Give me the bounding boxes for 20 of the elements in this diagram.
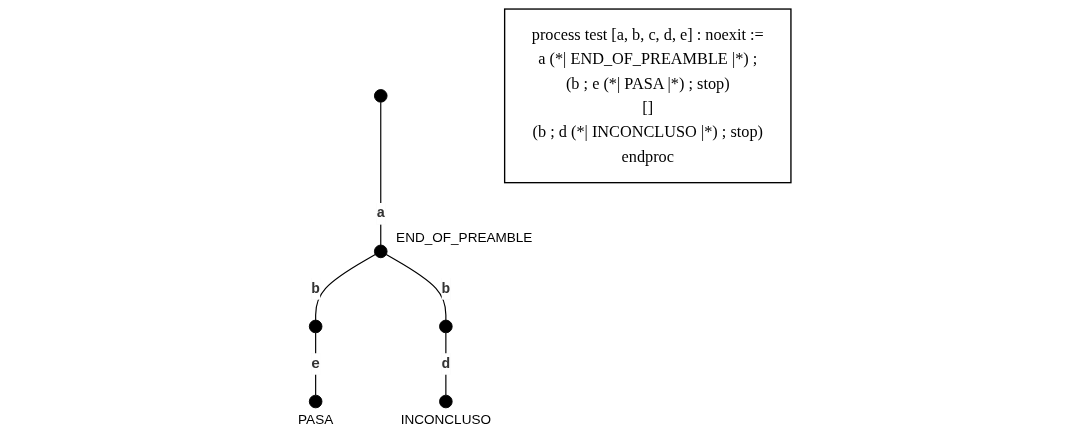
node-circle	[373, 89, 388, 103]
node-circle	[439, 394, 453, 409]
connector	[315, 253, 376, 321]
state-label: INCONCLUSO	[400, 412, 492, 428]
state-label: PASA	[298, 412, 334, 428]
node-circle	[308, 319, 323, 334]
connector	[380, 101, 382, 246]
edge-label: e	[311, 355, 320, 373]
edge-label: b	[441, 280, 451, 298]
connector	[385, 253, 447, 321]
node-box: process test [a, b, c, d, e] : noexit := a (*| END_OF_PREAMBLE |*) ; (b ; e (*| PASA |*) ; stop) [] (b ; d (*| INCONCLUSO |*) ; stop) endproc	[503, 8, 792, 184]
node-circle	[308, 394, 323, 409]
connector	[315, 332, 317, 396]
connector	[445, 332, 447, 396]
state-label: END_OF_PREAMBLE	[396, 230, 533, 246]
node-circle	[439, 319, 453, 334]
node-circle	[373, 244, 388, 259]
edge-label: a	[376, 205, 386, 222]
edge-label: b	[311, 280, 320, 298]
edge-label: d	[441, 355, 451, 373]
